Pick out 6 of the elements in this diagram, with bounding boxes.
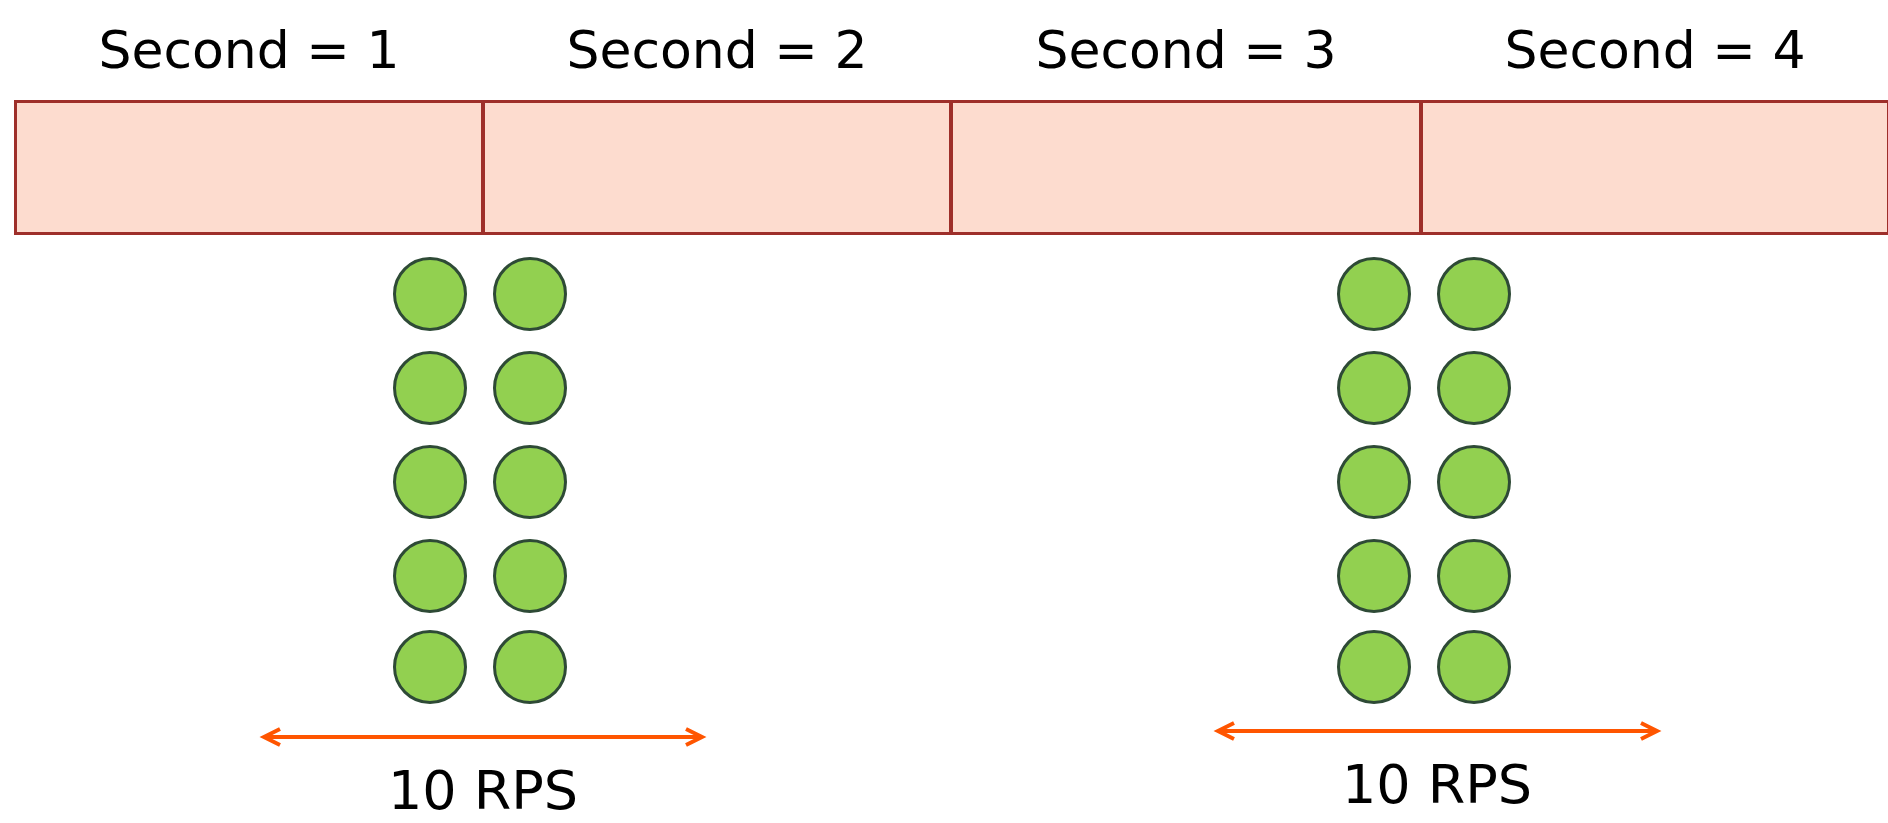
rate-label: 10 RPS — [1341, 758, 1533, 812]
time-label: Second = 1 — [98, 19, 400, 82]
time-label: Second = 3 — [1035, 19, 1337, 82]
time-label: Second = 2 — [566, 19, 868, 82]
time-label: Second = 4 — [1504, 19, 1806, 82]
rate-label: 10 RPS — [387, 764, 579, 818]
